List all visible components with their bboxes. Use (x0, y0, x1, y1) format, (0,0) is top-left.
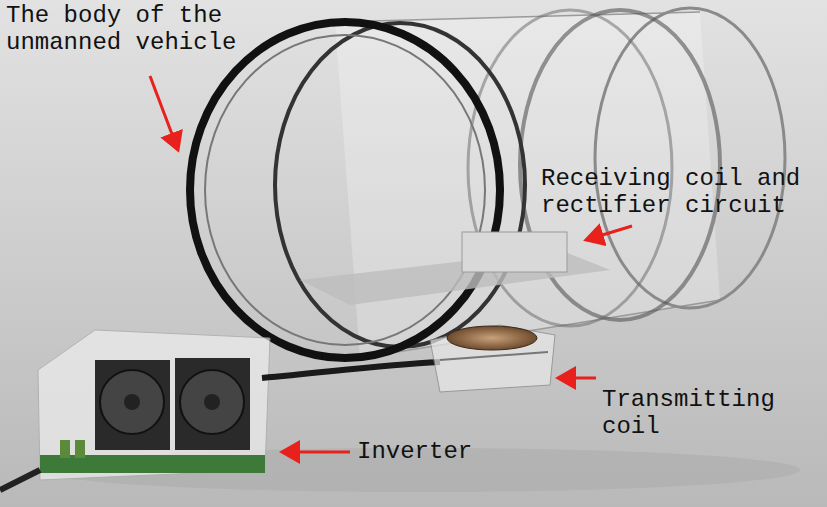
part-label: The body of the unmanned vehicle (6, 2, 251, 56)
inverter-box (0, 330, 270, 490)
leader-arrows (150, 76, 632, 452)
transmitting-coil (430, 325, 555, 392)
part-label: Receiving coil and rectifier circuit (541, 165, 815, 219)
part-label: Inverter (357, 438, 501, 465)
cable (262, 362, 440, 378)
part-label: Transmitting coil (602, 386, 789, 440)
